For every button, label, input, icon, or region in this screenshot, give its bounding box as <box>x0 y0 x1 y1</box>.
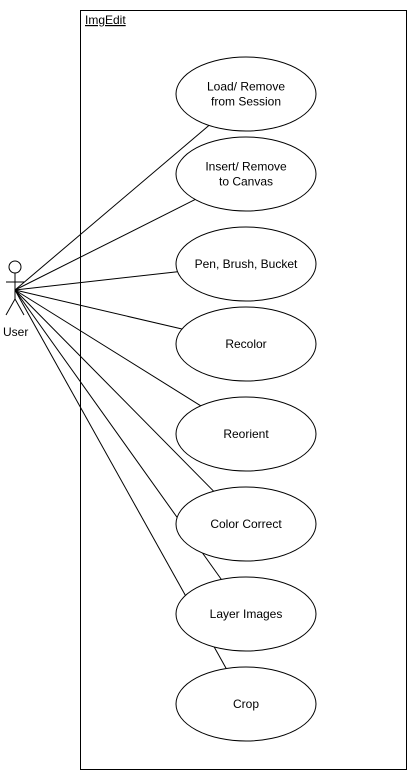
use-case-label: Load/ Remove <box>207 80 285 94</box>
use-case-ellipse <box>175 136 317 212</box>
use-case-label: Recolor <box>225 337 266 351</box>
use-case-label: Layer Images <box>210 607 283 621</box>
actor-label: User <box>3 325 28 339</box>
use-case-ellipse <box>175 306 317 382</box>
use-case-label: Pen, Brush, Bucket <box>195 257 298 271</box>
use-case-label: Insert/ Remove <box>205 160 287 174</box>
association-line <box>14 289 201 407</box>
association-line <box>14 125 210 291</box>
use-case-label: from Session <box>211 95 281 109</box>
associations <box>14 125 227 669</box>
use-case[interactable]: Layer Images <box>175 576 317 652</box>
system-title: ImgEdit <box>85 13 126 27</box>
use-case-ellipse <box>175 666 317 742</box>
actor-left-leg <box>5 298 16 316</box>
use-case-ellipse <box>175 576 317 652</box>
actor-head <box>8 260 22 274</box>
use-case-ellipse <box>175 56 317 132</box>
use-case[interactable]: Pen, Brush, Bucket <box>175 226 317 302</box>
use-case[interactable]: Reorient <box>175 396 317 472</box>
use-case-label: to Canvas <box>219 175 273 189</box>
association-line <box>14 289 183 330</box>
use-case-label: Color Correct <box>210 517 282 531</box>
actor-user[interactable]: User <box>3 260 28 339</box>
use-case[interactable]: Color Correct <box>175 486 317 562</box>
use-case-label: Reorient <box>223 427 269 441</box>
use-case[interactable]: Recolor <box>175 306 317 382</box>
system-boundary <box>80 10 407 770</box>
association-line <box>14 289 214 492</box>
association-line <box>14 199 196 291</box>
use-case-ellipse <box>175 226 317 302</box>
actor-right-leg <box>14 298 25 316</box>
use-case-label: Crop <box>233 697 259 711</box>
use-case-ellipse <box>175 396 317 472</box>
association-line <box>14 271 178 291</box>
use-case[interactable]: Crop <box>175 666 317 742</box>
use-case-ellipse <box>175 486 317 562</box>
